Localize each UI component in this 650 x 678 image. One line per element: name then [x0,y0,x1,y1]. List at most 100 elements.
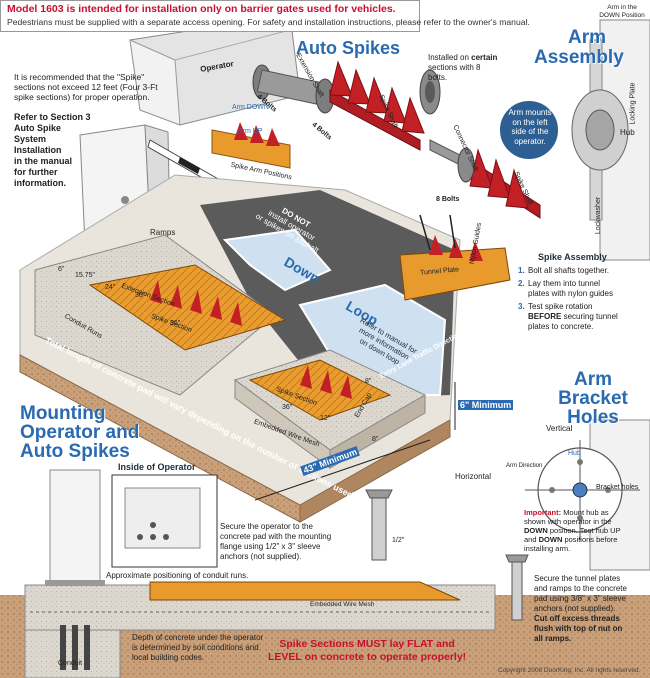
depth-note: Depth of concrete under the operator is … [132,633,263,663]
connector-shaft [429,139,541,219]
refer-l4: Installation [14,145,62,155]
step-3-text-a: Test spike rotation [528,302,593,311]
heading-arm-assembly-l2: Assembly [534,47,624,68]
secure-op-l3: flange using 1/2" x 3" sleeve [220,542,321,551]
secure-operator-note: Secure the operator to the concrete pad … [220,522,331,562]
important-note: Important: Mount hub as shown with opera… [524,508,648,553]
dim-8a-label: 8" [365,378,372,385]
step-3-text-d: plates to concrete. [528,322,594,331]
dim-6-label: 6" [58,266,65,273]
dim-24-label: 24" [105,284,116,291]
warning-banner: Model 1603 is intended for installation … [0,0,530,32]
refer-l1: Refer to Section 3 [14,112,91,122]
mounting-l2: Operator and [20,422,140,443]
refer-l2: Auto Spike [14,123,62,133]
secure-op-l4: anchors (not supplied). [220,552,302,561]
important-label: Important: [524,508,562,517]
secure-op-l2: concrete pad with the mounting [220,532,332,541]
spike-assembly-graphic [399,214,511,301]
arm-direction-label: Arm Direction [506,463,543,469]
warning-l2: LEVEL on concrete to operate properly! [268,651,467,663]
banner-subtitle: Pedestrians must be supplied with a sepa… [7,17,530,27]
fortythree-min-dim [254,439,431,501]
spike-arm-positions-graphic [211,122,291,169]
refer-section-note: Refer to Section 3 Auto Spike System Ins… [14,112,91,189]
secure-tunnel-note: Secure the tunnel plates and ramps to th… [534,574,648,644]
arm-up-label: Arm UP [238,128,263,135]
spike-section-right [248,359,392,421]
arm-bracket-l2: Bracket [558,388,628,409]
heading-arm-assembly-l1: Arm [567,27,606,48]
arm-mounts-l3: side of the [511,127,549,136]
refer-l5: in the manual [14,156,73,166]
flat-level-warning: Spike Sections MUST lay FLAT and LEVEL o… [268,638,466,664]
installed-note: Installed on certain sections with 8 bol… [428,53,497,83]
embedded-mesh-b-label: Embedded Wire Mesh [310,601,375,608]
secure-tunnel-l4: anchors (not supplied). [534,604,616,613]
dim-12-label: 12" [320,415,331,422]
important-l1: Mount hub as [563,508,609,517]
heading-arm-bracket: Arm Bracket Holes [556,370,630,427]
inside-operator-heading: Inside of Operator [118,462,196,472]
heading-mounting: Mounting Operator and Auto Spikes [20,404,139,461]
installed-certain: certain [471,53,498,62]
arm-down-pos-l1: Arm in the [607,4,637,11]
important-down-b: DOWN [538,535,563,544]
refer-l3: System [14,134,47,144]
cut-off-l1: Cut off excess threads [534,614,620,623]
conduit-label: Conduit [58,660,83,667]
cross-section [0,581,650,678]
mounting-l1: Mounting [20,403,106,424]
conduit-approx-note: Approximate positioning of conduit runs. [106,571,249,580]
dim-36a-label: 36" [135,292,146,299]
operator-section [45,469,105,586]
copyright: Copyright 2008 DoorKing, Inc. All rights… [498,667,641,674]
dim-36c-label: 36" [282,404,293,411]
arm-down-label: Arm DOWN [232,104,269,111]
step-3-text-c: securing tunnel [563,312,618,321]
step-2-num: 2. [518,279,525,288]
important-l4: positions before [564,535,618,544]
mounting-l3: Auto Spikes [20,441,130,462]
important-and: and [524,535,537,544]
step-1-text: Bolt all shafts together. [528,266,609,275]
arm-bracket-l3: Holes [567,407,619,428]
heading-arm-assembly: Arm Assembly [534,27,624,68]
important-l3: position. Test hub UP [549,526,621,535]
anchor-half-inch [365,489,393,561]
step-3-num: 3. [518,302,525,311]
depth-l2: is determined by soil conditions and [132,643,259,652]
secure-op-l1: Secure the operator to the [220,522,313,531]
step-2-text-b: plates with nylon guides [528,289,613,298]
recommend-l1: It is recommended that the "Spike" [14,72,145,82]
dim-1575-label: 15.75" [75,272,96,279]
bracket-holes-label: Bracket holes [596,484,639,491]
lockwasher-label: Lockwasher [595,196,603,235]
locking-plate-label: Locking Plate [629,82,637,125]
recommend-l3: spike sections) for proper operation. [14,92,150,102]
arm-down-pos-l2: DOWN Position [599,12,645,19]
step-2-text-a: Lay them into tunnel [528,279,601,288]
important-l5: installing arm. [524,544,571,553]
anchor-three-eighths [505,554,529,621]
spike-assembly-heading: Spike Assembly [538,252,607,262]
half-inch-label: 1/2" [392,537,405,544]
banner-title: Model 1603 is intended for installation … [7,3,396,15]
dim-8b-label: 8" [372,436,379,443]
depth-l1: Depth of concrete under the operator [132,633,264,642]
installed-l2: sections with 8 [428,63,481,72]
arm-mounts-l1: Arm mounts [508,108,552,117]
arm-bracket-l1: Arm [573,369,612,390]
secure-tunnel-l2: and ramps to the concrete [534,584,627,593]
arm-mounts-l2: on the left [512,117,548,127]
step-1-num: 1. [518,266,525,275]
recommend-l2: sections not exceed 12 feet (Four 3-Ft [14,82,158,92]
operator-housing-top [129,14,301,126]
depth-l3: local building codes. [132,653,205,662]
hub-label: Hub [620,128,635,137]
spike-assembly-steps: 1.Bolt all shafts together. 2.Lay them i… [518,266,648,332]
horizontal-label: Horizontal [455,472,492,481]
inside-operator-box [111,474,218,568]
